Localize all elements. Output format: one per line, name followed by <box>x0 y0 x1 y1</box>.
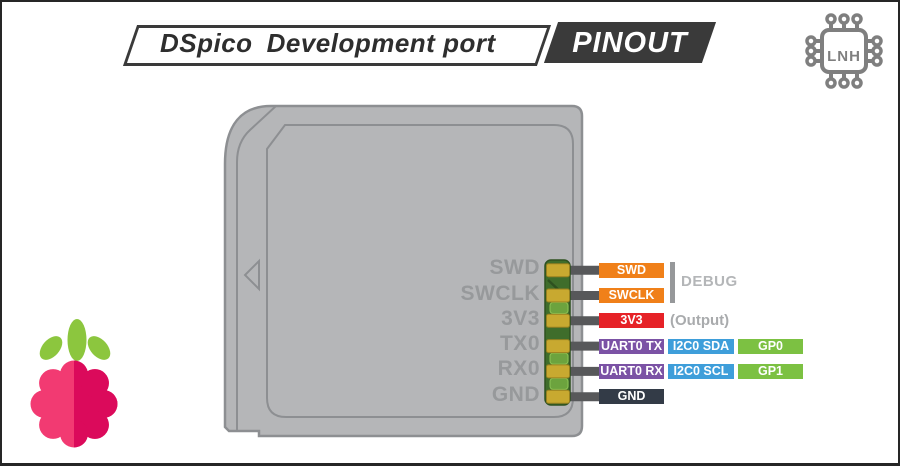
pin-name-swd: SWD <box>489 256 540 280</box>
pinout-badge: PINOUT <box>572 27 688 59</box>
pin-box-uart0-rx: UART0 RX <box>599 363 664 379</box>
debug-group-label: DEBUG <box>681 273 738 290</box>
pin-name-rx0: RX0 <box>497 357 540 381</box>
card-outline <box>223 104 584 438</box>
page-title-product: DSpico <box>160 28 253 58</box>
pin-name-3v3: 3V3 <box>501 306 540 330</box>
raspberry-logo <box>30 319 118 448</box>
pin-box-uart0-tx: UART0 TX <box>599 338 664 354</box>
pin-name-swclk: SWCLK <box>460 281 540 305</box>
pin-box-swclk: SWCLK <box>599 288 664 303</box>
pin-name-tx0: TX0 <box>499 332 540 356</box>
pin-box-gnd: GND <box>599 389 664 405</box>
pin-annotation-3v3: (Output) <box>670 312 730 330</box>
maker-chip-logo: LNH <box>805 13 883 89</box>
pcb-components <box>549 302 569 390</box>
raspberry-berry-shaded-half <box>74 360 118 448</box>
pin-box-swd: SWD <box>599 262 664 278</box>
pin-wires <box>562 265 602 402</box>
card-triangle-mark <box>243 258 260 292</box>
raspberry-leaves <box>39 319 111 361</box>
pin-box-gp1: GP1 <box>738 363 803 379</box>
pin-box-gp0: GP0 <box>738 338 803 354</box>
page-title: DSpico Development port <box>160 25 496 60</box>
pin-box-i2c0-sda: I2C0 SDA <box>668 338 734 354</box>
pin-box-3v3: 3V3 <box>599 313 664 329</box>
pcb-gold-pads <box>546 263 570 404</box>
debug-group-bracket <box>670 262 675 303</box>
dev-port-card <box>223 104 602 438</box>
pin-name-gnd: GND <box>491 382 540 406</box>
chip-logo-text: LNH <box>827 48 861 65</box>
card-lip-line <box>236 105 277 431</box>
pin-box-i2c0-scl: I2C0 SCL <box>668 363 734 379</box>
page-title-descriptor: Development port <box>266 28 496 58</box>
card-label-area <box>266 124 574 418</box>
